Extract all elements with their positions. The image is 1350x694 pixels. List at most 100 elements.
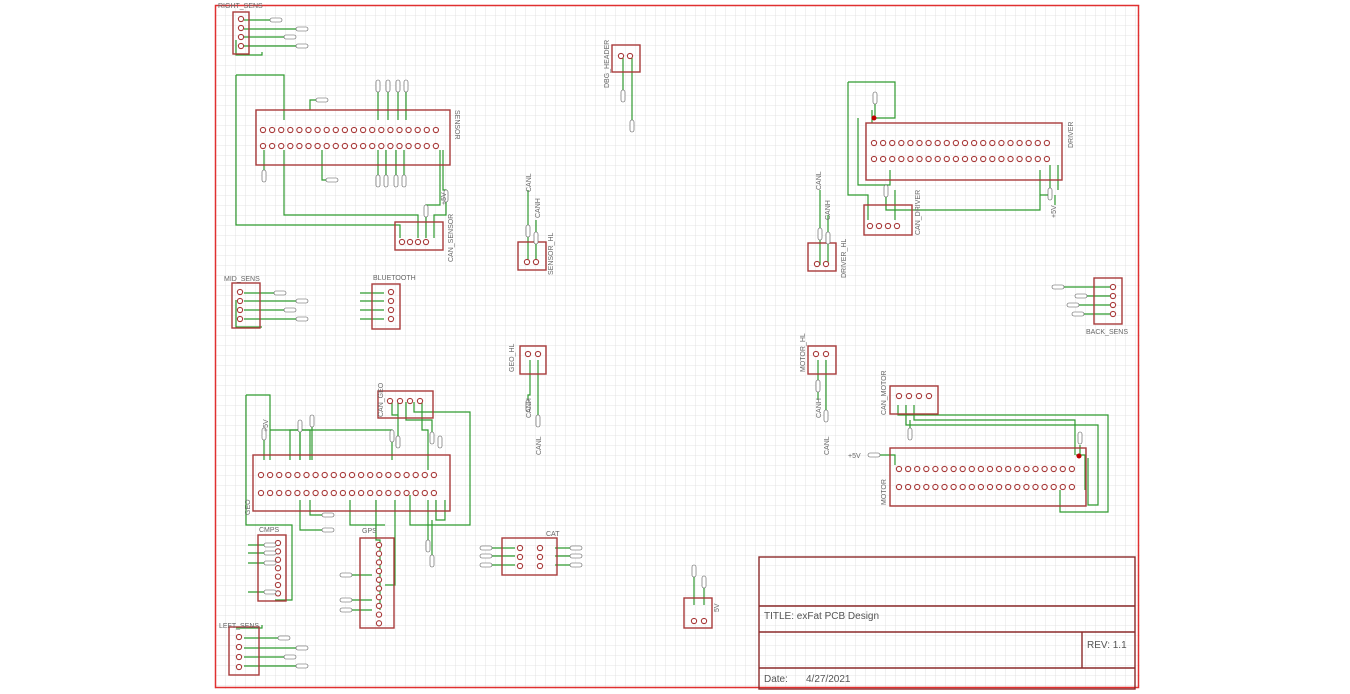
geo-pin[interactable]	[357, 489, 365, 497]
can-sensor-pin[interactable]	[422, 238, 430, 246]
geo-pin[interactable]	[376, 489, 383, 497]
driver-header[interactable]	[865, 122, 1063, 181]
driver-pin[interactable]	[1007, 139, 1014, 147]
left-sens-header[interactable]	[228, 626, 260, 676]
cat-pin[interactable]	[536, 544, 544, 552]
driver-pin[interactable]	[934, 155, 941, 163]
gps-pin[interactable]	[375, 559, 383, 566]
geo-pin[interactable]	[394, 489, 401, 497]
geo-pin[interactable]	[266, 489, 274, 497]
motor-pin[interactable]	[1005, 483, 1012, 491]
bluetooth-pin[interactable]	[387, 297, 395, 305]
driver-pin[interactable]	[1043, 139, 1051, 147]
sensor-pin[interactable]	[332, 142, 339, 150]
driver-pin[interactable]	[989, 139, 996, 147]
sensor-pin[interactable]	[405, 126, 412, 134]
geo-pin[interactable]	[421, 471, 428, 479]
sensor-hl-pin[interactable]	[532, 258, 540, 266]
motor-pin[interactable]	[941, 483, 948, 491]
sensor-pin[interactable]	[423, 142, 430, 150]
driver-pin[interactable]	[1043, 155, 1051, 163]
driver-pin[interactable]	[925, 155, 932, 163]
geo-pin[interactable]	[412, 489, 419, 497]
motor-pin[interactable]	[968, 465, 975, 473]
motor-pin[interactable]	[923, 465, 930, 473]
left-sens-pin[interactable]	[235, 663, 243, 671]
geo-pin[interactable]	[339, 489, 347, 497]
motor-pin[interactable]	[914, 465, 921, 473]
geo-pin[interactable]	[367, 489, 374, 497]
driver-pin[interactable]	[1016, 139, 1023, 147]
dbg-pin[interactable]	[626, 52, 634, 60]
can-sensor-header[interactable]	[394, 221, 444, 251]
driver-pin[interactable]	[879, 155, 887, 163]
geo-hl-header[interactable]	[519, 345, 547, 375]
driver-pin[interactable]	[879, 139, 887, 147]
geo-pin[interactable]	[285, 489, 292, 497]
driver-pin[interactable]	[898, 139, 905, 147]
cat-pin[interactable]	[516, 553, 524, 561]
mid-sens-header[interactable]	[231, 282, 261, 329]
geo-pin[interactable]	[276, 471, 283, 479]
mid-sens-pin[interactable]	[236, 297, 244, 305]
mid-sens-pin[interactable]	[236, 288, 244, 296]
right-sens-pin[interactable]	[237, 15, 245, 23]
can-driver-pin[interactable]	[893, 222, 901, 230]
motor-pin[interactable]	[950, 483, 957, 491]
can-motor-pin[interactable]	[925, 392, 933, 400]
motor-pin[interactable]	[923, 483, 930, 491]
geo-pin[interactable]	[294, 489, 301, 497]
sensor-pin[interactable]	[332, 126, 339, 134]
sensor-pin[interactable]	[396, 126, 403, 134]
five-v-pin[interactable]	[700, 617, 708, 625]
dbg-header[interactable]	[611, 44, 641, 73]
driver-pin[interactable]	[961, 155, 969, 163]
back-sens-pin[interactable]	[1109, 301, 1117, 309]
sensor-pin[interactable]	[323, 142, 330, 150]
sensor-pin[interactable]	[432, 126, 440, 134]
back-sens-pin[interactable]	[1109, 292, 1117, 300]
driver-pin[interactable]	[889, 155, 896, 163]
geo-pin[interactable]	[367, 471, 374, 479]
driver-pin[interactable]	[907, 139, 914, 147]
cat-pin[interactable]	[536, 562, 544, 570]
geo-pin[interactable]	[385, 489, 392, 497]
driver-pin[interactable]	[1016, 155, 1023, 163]
motor-pin[interactable]	[941, 465, 948, 473]
motor-pin[interactable]	[1023, 465, 1030, 473]
driver-pin[interactable]	[943, 139, 950, 147]
motor-pin[interactable]	[1068, 483, 1076, 491]
geo-pin[interactable]	[294, 471, 301, 479]
mid-sens-pin[interactable]	[236, 315, 244, 323]
cmps-pin[interactable]	[274, 573, 282, 580]
motor-pin[interactable]	[1023, 483, 1030, 491]
geo-pin[interactable]	[303, 489, 310, 497]
driver-pin[interactable]	[952, 155, 960, 163]
can-driver-pin[interactable]	[875, 222, 883, 230]
gps-pin[interactable]	[375, 567, 383, 575]
sensor-pin[interactable]	[414, 142, 421, 150]
gps-pin[interactable]	[375, 611, 383, 618]
can-motor-pin[interactable]	[895, 392, 903, 400]
geo-pin[interactable]	[348, 489, 356, 497]
bluetooth-pin[interactable]	[387, 315, 395, 323]
gps-pin[interactable]	[375, 602, 383, 610]
geo-pin[interactable]	[321, 471, 328, 479]
geo-pin[interactable]	[394, 471, 401, 479]
motor-pin[interactable]	[1059, 465, 1066, 473]
back-sens-header[interactable]	[1093, 277, 1123, 325]
dbg-pin[interactable]	[617, 52, 625, 60]
can-motor-pin[interactable]	[915, 392, 923, 400]
sensor-pin[interactable]	[259, 142, 267, 150]
geo-pin[interactable]	[357, 471, 365, 479]
can-geo-pin[interactable]	[406, 397, 414, 405]
back-sens-pin[interactable]	[1109, 283, 1117, 291]
cat-pin[interactable]	[516, 544, 524, 552]
motor-pin[interactable]	[1014, 465, 1021, 473]
sensor-pin[interactable]	[359, 142, 367, 150]
motor-pin[interactable]	[959, 483, 966, 491]
geo-pin[interactable]	[376, 471, 383, 479]
geo-pin[interactable]	[348, 471, 356, 479]
motor-pin[interactable]	[986, 465, 994, 473]
sensor-pin[interactable]	[287, 126, 294, 134]
